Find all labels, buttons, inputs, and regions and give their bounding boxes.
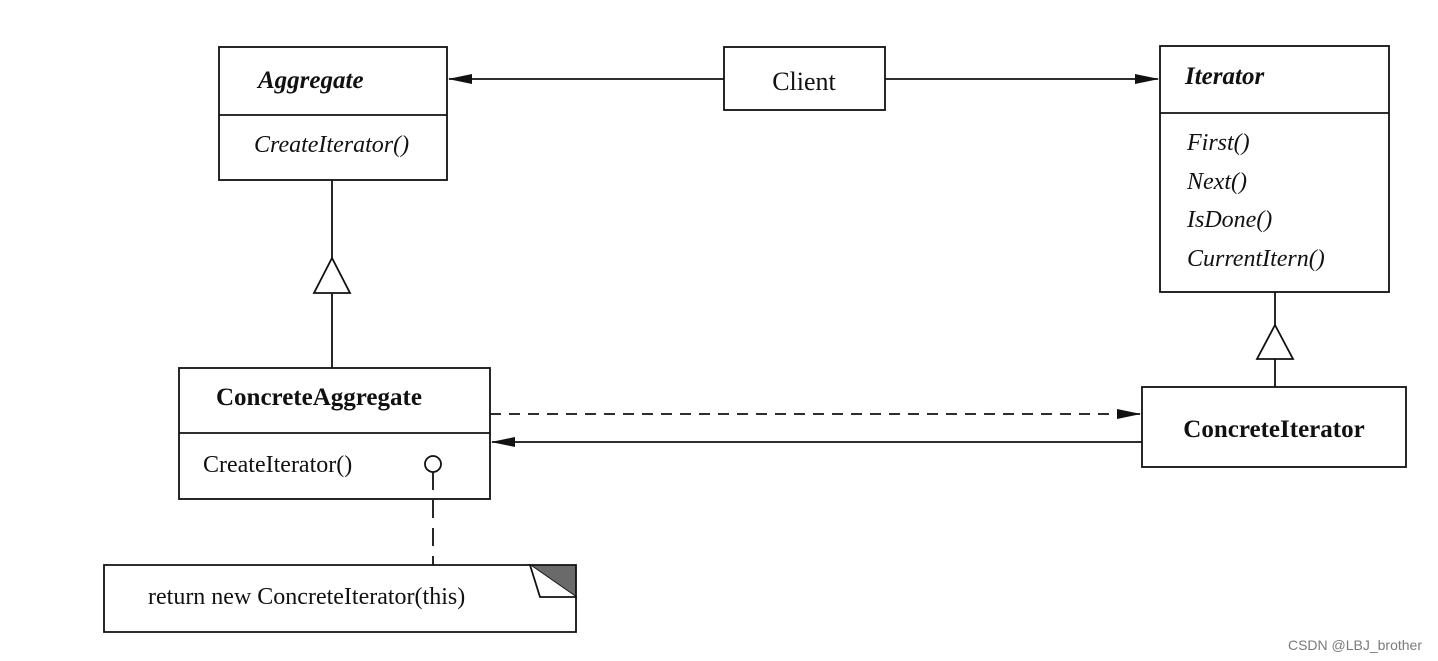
- concrete-aggregate-class: [178, 367, 491, 500]
- iterator-op-first: First(): [1186, 130, 1250, 156]
- note-text: return new ConcreteIterator(this): [148, 584, 465, 610]
- iterator-op-next: Next(): [1186, 169, 1247, 195]
- client-title: Client: [772, 67, 836, 96]
- note-anchor: [424, 455, 442, 473]
- note-box: [103, 564, 577, 633]
- iterator-op-current-item: CurrentItern(): [1187, 246, 1325, 272]
- concrete-aggregate-title: ConcreteAggregate: [216, 384, 422, 411]
- aggregate-title: Aggregate: [256, 67, 364, 94]
- watermark: CSDN @LBJ_brother: [1287, 637, 1422, 653]
- aggregate-class: [218, 46, 448, 181]
- iterator-generalization: [1255, 292, 1295, 387]
- client-class: [723, 46, 886, 111]
- concrete-iterator-title: ConcreteIterator: [1183, 416, 1364, 443]
- concrete-iterator-class: [1141, 386, 1407, 468]
- aggregate-generalization: [312, 180, 352, 368]
- iterator-title: Iterator: [1184, 63, 1264, 90]
- iterator-op-isdone: IsDone(): [1186, 207, 1272, 233]
- concrete-aggregate-op-create-iterator: CreateIterator(): [203, 452, 352, 478]
- aggregate-op-create-iterator: CreateIterator(): [254, 132, 409, 158]
